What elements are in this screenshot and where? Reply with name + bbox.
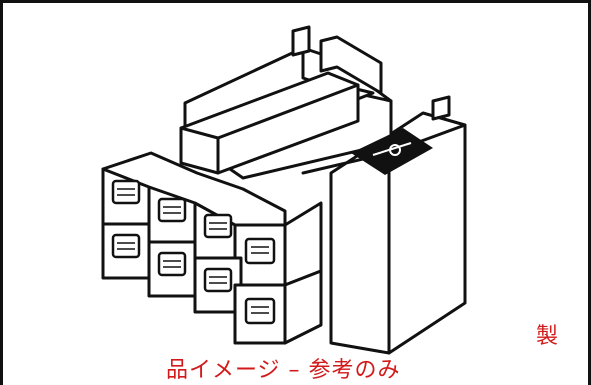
cavity-top-roof	[101, 151, 287, 227]
connector-illustration	[101, 25, 467, 355]
rear-rib	[291, 25, 311, 57]
terminal-opening	[203, 267, 233, 293]
caption-part-2: 品イメージ – 参考のみ	[166, 358, 401, 383]
caption-part-1: 製	[536, 324, 560, 349]
rear-rib	[319, 35, 383, 95]
terminal-opening	[157, 197, 187, 223]
polarization-mark	[351, 128, 433, 175]
terminal-opening	[111, 233, 141, 259]
block-side-lower	[283, 269, 323, 345]
cavity-bottom-2	[147, 240, 197, 298]
latch-lever	[179, 71, 360, 175]
terminal-opening	[157, 251, 187, 277]
side-rib	[431, 95, 451, 121]
terminal-opening	[203, 213, 233, 239]
terminal-opening	[244, 297, 276, 325]
terminal-opening	[111, 179, 141, 205]
terminal-opening	[244, 237, 276, 265]
connector-body	[329, 111, 467, 355]
